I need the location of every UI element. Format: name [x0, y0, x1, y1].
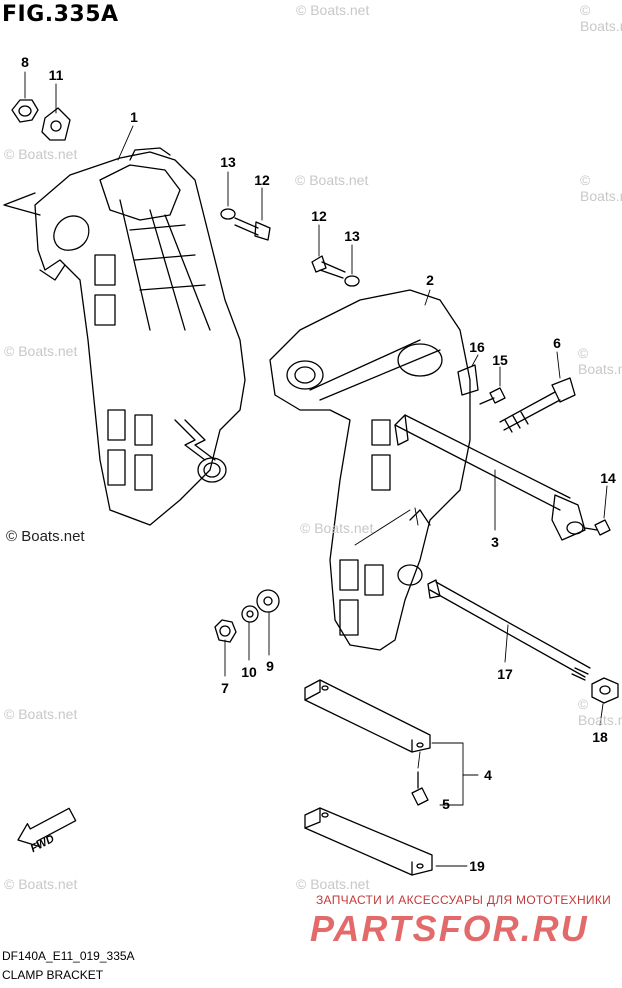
- part-19-plate-lower: [304, 807, 433, 876]
- callout-12: 12: [254, 172, 270, 188]
- callout-6: 6: [553, 335, 561, 351]
- watermark: © Boats.net: [578, 345, 622, 377]
- part-9-washer: [256, 589, 280, 613]
- watermark-dark: © Boats.net: [6, 528, 85, 545]
- part-7-nut: [214, 619, 237, 643]
- callout-15: 15: [492, 352, 508, 368]
- part-16-clip: [457, 364, 479, 396]
- part-4-plate-upper: [304, 679, 431, 753]
- callout-14: 14: [600, 470, 616, 486]
- watermark: © Boats.net: [4, 146, 78, 162]
- watermark: © Boats.net: [578, 696, 622, 728]
- part-10-washer: [241, 605, 259, 623]
- callout-12: 12: [311, 208, 327, 224]
- watermark: © Boats.net: [295, 172, 369, 188]
- part-15-bolt: [479, 387, 506, 405]
- part-8-nut: [11, 99, 39, 123]
- callout-1: 1: [130, 109, 138, 125]
- watermark: © Boats.net: [300, 520, 374, 536]
- watermark: © Boats.net: [4, 706, 78, 722]
- callout-17: 17: [497, 666, 513, 682]
- part-14-bolt: [584, 519, 611, 536]
- part-5-bolt: [411, 771, 429, 806]
- watermark: © Boats.net: [580, 172, 622, 204]
- callout-19: 19: [469, 858, 485, 874]
- callout-2: 2: [426, 272, 434, 288]
- callout-11: 11: [48, 67, 64, 83]
- figure-caption: CLAMP BRACKET: [2, 968, 104, 982]
- fwd-arrow-icon: [17, 807, 77, 848]
- promo-text: ЗАПЧАСТИ И АКСЕССУАРЫ ДЛЯ МОТОТЕХНИКИ: [316, 893, 612, 907]
- callout-4: 4: [484, 767, 492, 783]
- callout-7: 7: [221, 680, 229, 696]
- part-6-bolt: [499, 377, 576, 433]
- watermark: © Boats.net: [296, 2, 370, 18]
- watermark: © Boats.net: [296, 876, 370, 892]
- part-11-plate: [41, 107, 71, 141]
- part-3-tilt-tube: [394, 414, 586, 541]
- part-12-bolt-b: [311, 255, 346, 279]
- callout-18: 18: [592, 729, 608, 745]
- watermark: © Boats.net: [4, 343, 78, 359]
- figure-title: FIG.335A: [2, 2, 119, 27]
- callout-3: 3: [491, 534, 499, 550]
- callout-13: 13: [344, 228, 360, 244]
- callout-16: 16: [469, 339, 485, 355]
- part-18-nut: [591, 677, 619, 704]
- part-13-washer-a: [220, 208, 236, 220]
- callout-8: 8: [21, 54, 29, 70]
- watermark: © Boats.net: [580, 2, 622, 34]
- callout-10: 10: [241, 664, 257, 680]
- watermark: © Boats.net: [4, 876, 78, 892]
- callout-5: 5: [442, 796, 450, 812]
- callout-9: 9: [266, 658, 274, 674]
- brand-logo: PARTSFOR.RU: [310, 908, 589, 949]
- callout-13: 13: [220, 154, 236, 170]
- part-13-washer-b: [344, 275, 360, 287]
- part-12-bolt-a: [234, 217, 271, 241]
- figure-code: DF140A_E11_019_335A: [2, 949, 135, 963]
- part-17-rod: [427, 579, 591, 681]
- part-1-clamp-bracket-left: [3, 147, 246, 526]
- leader-lines: [24, 71, 608, 867]
- part-2-clamp-bracket-right: [269, 289, 471, 651]
